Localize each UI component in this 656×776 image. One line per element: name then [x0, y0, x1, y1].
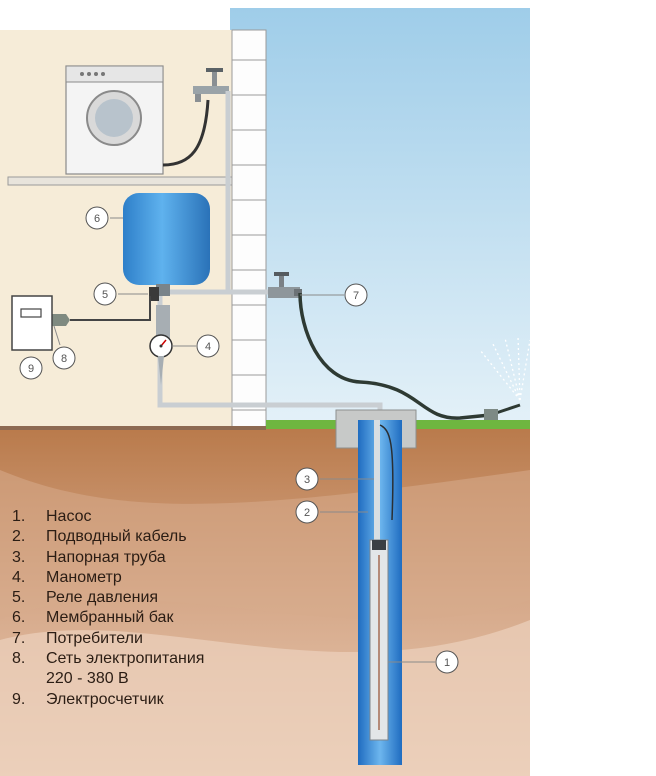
legend-item: 7.Потребители [12, 629, 143, 647]
outdoor-tap-icon [268, 272, 302, 298]
callout-9: 9 [19, 356, 43, 380]
callout-5: 5 [93, 282, 117, 306]
legend-item: 9.Электросчетчик [12, 690, 164, 708]
callout-7: 7 [344, 283, 368, 307]
legend: 1.Насос 2.Подводный кабель 3.Напорная тр… [12, 507, 204, 710]
callout-4: 4 [196, 334, 220, 358]
plug-icon [52, 314, 70, 326]
callout-6: 6 [85, 206, 109, 230]
submersible-pump-icon [369, 539, 389, 741]
brick-wall [231, 29, 267, 431]
pressure-switch-icon [149, 287, 159, 301]
svg-text:2: 2 [304, 507, 310, 519]
shelf [7, 176, 233, 186]
legend-item: 5.Реле давления [12, 589, 159, 607]
svg-text:7: 7 [353, 290, 359, 302]
legend-item: 2.Подводный кабель [12, 528, 187, 546]
legend-item: 6.Мембранный бак [12, 609, 174, 627]
floor-line [0, 426, 266, 430]
indoor-tap-icon [193, 68, 229, 102]
legend-item: 4.Манометр [12, 568, 122, 586]
legend-item: 1.Насос [12, 508, 92, 525]
power-cable [70, 296, 151, 321]
legend-item: 3.Напорная труба [12, 548, 166, 566]
washing-machine-icon [65, 65, 164, 175]
svg-text:8: 8 [61, 353, 67, 365]
callout-1: 1 [435, 650, 459, 674]
callout-2: 2 [295, 500, 319, 524]
callout-leaders [53, 217, 435, 663]
callout-8: 8 [52, 346, 76, 370]
hose-connector-icon [484, 409, 498, 420]
svg-text:3: 3 [304, 474, 310, 486]
callout-3: 3 [295, 467, 319, 491]
sprinkler-spray-icon [479, 335, 531, 401]
svg-text:9: 9 [28, 363, 34, 375]
legend-item: 8.Сеть электропитания 220 - 380 В [12, 650, 205, 688]
garden-hose [298, 292, 491, 420]
svg-text:5: 5 [102, 289, 108, 301]
electricity-meter-icon [11, 295, 53, 351]
svg-text:4: 4 [205, 341, 211, 353]
svg-text:1: 1 [444, 657, 450, 669]
svg-text:6: 6 [94, 213, 100, 225]
pressure-gauge-icon [149, 305, 173, 385]
sky [230, 8, 530, 428]
membrane-tank-icon [123, 193, 210, 296]
washer-hose [162, 99, 210, 167]
